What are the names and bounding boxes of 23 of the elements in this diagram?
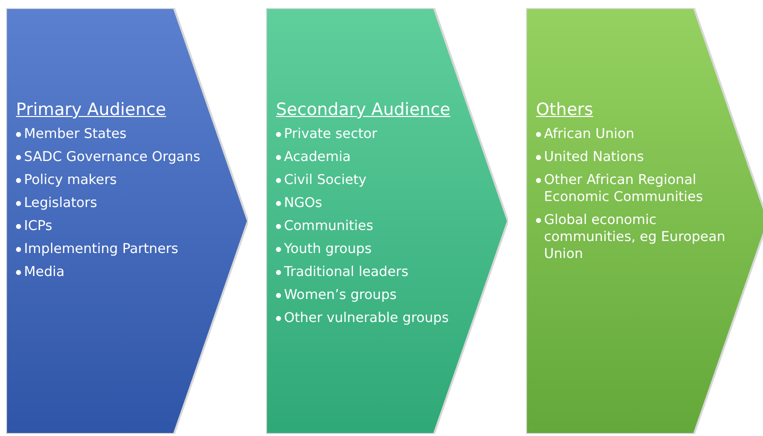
bullet-item: Member States xyxy=(24,126,127,143)
bullet-item: Implementing Partners xyxy=(24,241,178,258)
bullet-item: United Nations xyxy=(544,149,644,166)
bullet-item: ICPs xyxy=(24,218,52,235)
bullet-item: SADC Governance Organs xyxy=(24,149,200,166)
bullet-item: Traditional leaders xyxy=(284,264,408,281)
bullet-item: NGOs xyxy=(284,195,322,212)
bullet-item: Policy makers xyxy=(24,172,117,189)
audience-heading: Secondary Audience xyxy=(276,100,450,120)
bullet-item: Civil Society xyxy=(284,172,367,189)
bullet-item: Global economic communities, eg European Union xyxy=(544,212,726,263)
bullet-item: Other vulnerable groups xyxy=(284,310,449,327)
bullet-item: Private sector xyxy=(284,126,378,143)
audience-heading: Others xyxy=(536,100,594,120)
bullet-item: Academia xyxy=(284,149,351,166)
bullet-item: Women’s groups xyxy=(284,287,397,304)
bullet-item: Communities xyxy=(284,218,374,235)
bullet-item: Youth groups xyxy=(284,241,372,258)
bullet-item: African Union xyxy=(544,126,634,143)
audience-heading: Primary Audience xyxy=(16,100,166,120)
bullet-item: Media xyxy=(24,264,65,281)
bullet-item: Legislators xyxy=(24,195,98,212)
bullet-item: Other African Regional Economic Communities xyxy=(544,172,704,206)
